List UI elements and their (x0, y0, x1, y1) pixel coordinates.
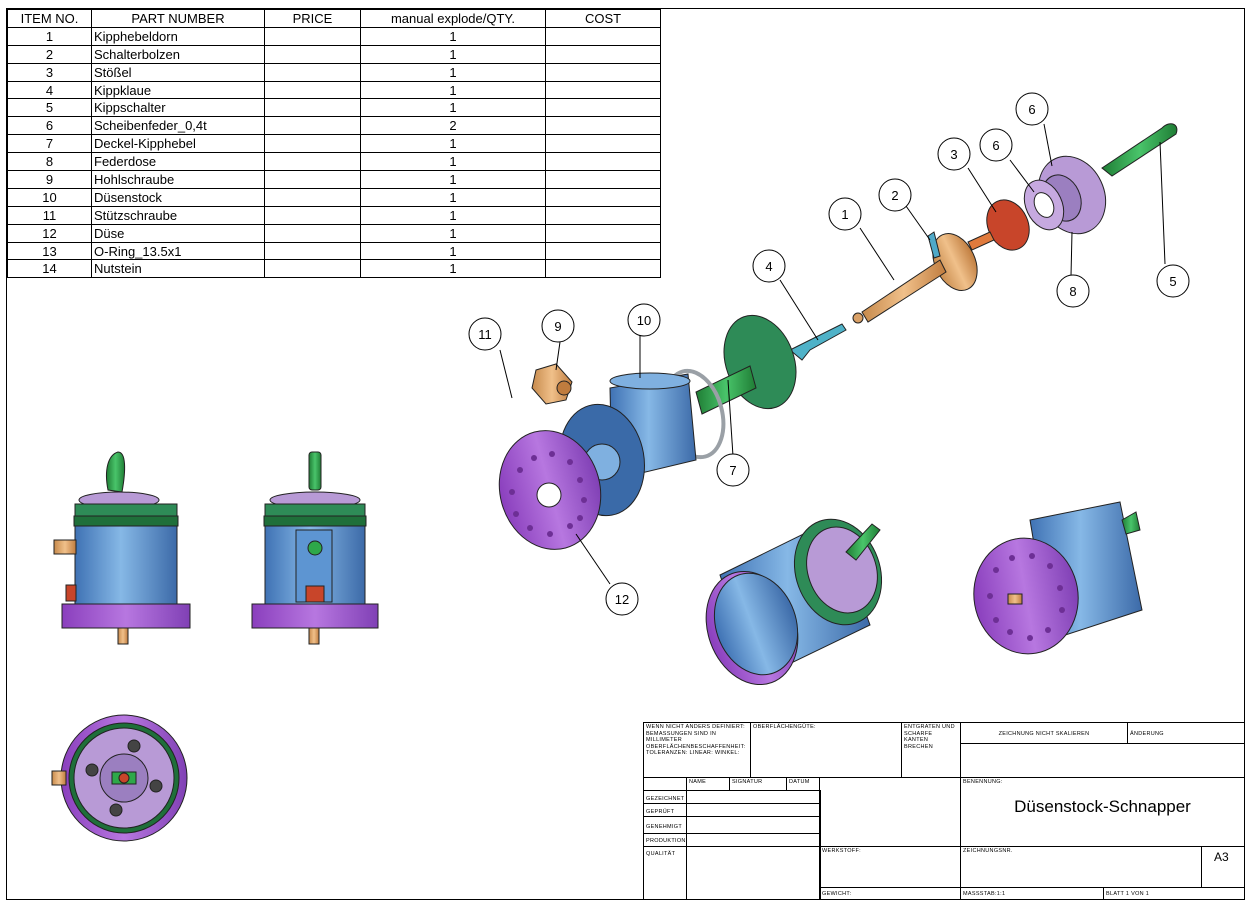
deburr-note: ENTGRATEN UND SCHARFE KANTEN BRECHEN (901, 722, 961, 778)
row-drawn: GEZEICHNET (643, 790, 687, 804)
balloon-leaders (499, 123, 1166, 585)
isometric-view-right (973, 501, 1143, 655)
balloon-5: 5 (1169, 274, 1176, 289)
bom-header-row: ITEM NO. PART NUMBER PRICE manual explod… (7, 9, 661, 28)
isometric-view-left (705, 518, 883, 686)
cell-item-no: 10 (7, 187, 92, 207)
scale-label: MASSSTAB:1:1 (960, 887, 1104, 900)
balloon-6a: 6 (992, 138, 999, 153)
front-view (53, 451, 191, 645)
balloon-2: 2 (891, 188, 898, 203)
general-note: WENN NICHT ANDERS DEFINIERT: BEMASSUNGEN… (643, 722, 751, 778)
balloon-7: 7 (729, 463, 736, 478)
row-production: PRODUKTION (643, 833, 687, 847)
row-quality-fields (686, 846, 821, 900)
row-checked-fields (686, 803, 821, 817)
balloon-1: 1 (841, 207, 848, 222)
row-production-fields (686, 833, 821, 847)
grid-blank (643, 777, 687, 791)
drawing-title: Düsenstock-Schnapper (1014, 797, 1191, 816)
revision-label: ÄNDERUNG (1127, 722, 1245, 744)
revision-area (960, 743, 1245, 778)
row-approved-fields (686, 816, 821, 834)
cell-cost (545, 259, 661, 279)
balloon-8: 8 (1069, 284, 1076, 299)
cell-part-number: Scheibenfeder_0,4t (91, 116, 265, 136)
header-part-number: PART NUMBER (91, 9, 265, 28)
cell-part-number: Federdose (91, 152, 265, 172)
cell-part-number: Hohlschraube (91, 170, 265, 189)
row-checked: GEPRÜFT (643, 803, 687, 817)
row-drawn-fields (686, 790, 821, 804)
row-approved: GENEHMIGT (643, 816, 687, 834)
header-cost: COST (545, 9, 661, 28)
balloon-12: 12 (615, 592, 629, 607)
balloon-6b: 6 (1028, 102, 1035, 117)
balloons: 1 2 3 4 5 6 6 7 8 9 10 11 12 (468, 92, 1190, 616)
sheet-size: A3 (1214, 850, 1229, 864)
balloon-3: 3 (950, 147, 957, 162)
balloon-10: 10 (637, 313, 651, 328)
bill-of-materials-table: ITEM NO. PART NUMBER PRICE manual explod… (7, 9, 661, 279)
col-date: DATUM (786, 777, 820, 791)
drawing-frame (6, 8, 1245, 900)
weight-label: GEWICHT: (819, 887, 961, 900)
balloon-4: 4 (765, 259, 772, 274)
row-quality: QUALITÄT (643, 846, 687, 900)
surface-finish: OBERFLÄCHENGÜTE: (750, 722, 902, 778)
exploded-view (498, 123, 1178, 550)
col-name: NAME (686, 777, 730, 791)
drawing-number-label: ZEICHNUNGSNR. (960, 846, 1202, 888)
balloon-9: 9 (554, 319, 561, 334)
material-label: WERKSTOFF: (819, 846, 961, 888)
top-view (51, 714, 188, 842)
col-signature: SIGNATUR (729, 777, 787, 791)
no-scale-note: ZEICHNUNG NICHT SKALIEREN (960, 722, 1128, 744)
side-view (251, 451, 379, 645)
sheet-label: BLATT 1 VON 1 (1103, 887, 1245, 900)
balloon-11: 11 (478, 327, 492, 342)
cell-part-number: Kippklaue (91, 80, 265, 100)
blank-area (819, 777, 961, 847)
